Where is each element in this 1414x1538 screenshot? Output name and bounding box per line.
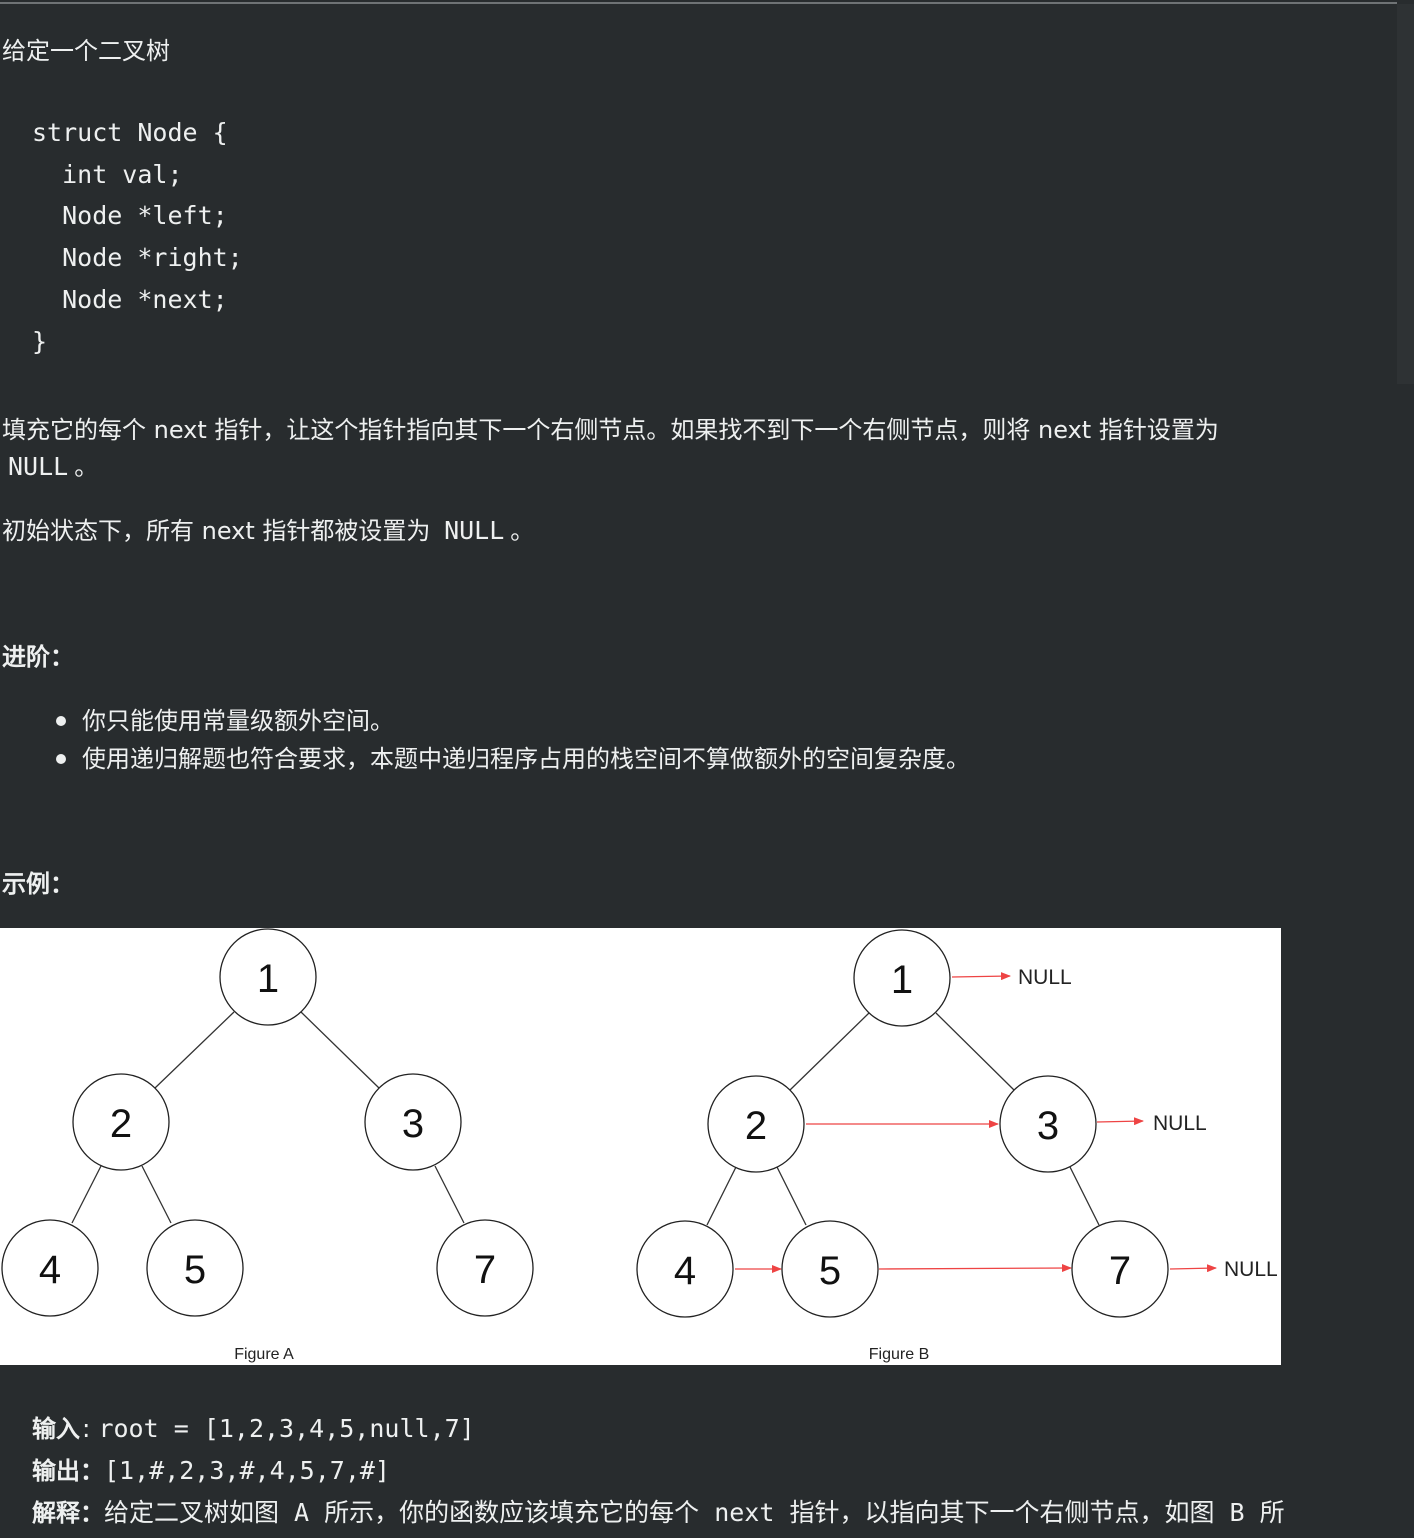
node-label: 4 [39, 1248, 61, 1292]
bullet-icon [56, 716, 66, 726]
null-labels: NULL NULL NULL [1018, 966, 1278, 1281]
tree-diagram: 1 2 3 4 5 7 1 2 3 4 5 7 NULL NULL NULL [1, 928, 1278, 1363]
list-item-text: 你只能使用常量级额外空间。 [82, 707, 394, 735]
example-block: 输入:root = [1,2,3,4,5,null,7] 输出：[1,#,2,3… [32, 1408, 1285, 1534]
figure-a-nodes: 1 2 3 4 5 7 [1, 928, 534, 1317]
tree-edge [789, 1012, 870, 1091]
tree-node [1, 1219, 99, 1317]
list-item-text: 使用递归解题也符合要求，本题中递归程序占用的栈空间不算做额外的空间复杂度。 [82, 745, 970, 773]
figure-b-edges [706, 1012, 1100, 1226]
tree-edge [434, 1165, 465, 1224]
code-line: Node *next; [32, 284, 228, 314]
code-line: int val; [32, 159, 183, 189]
list-item: 使用递归解题也符合要求，本题中递归程序占用的栈空间不算做额外的空间复杂度。 [0, 740, 970, 778]
example-figure: 1 2 3 4 5 7 1 2 3 4 5 7 NULL NULL NULL [0, 928, 1281, 1365]
tree-edge [1069, 1166, 1100, 1226]
example-explain-line: 解释：给定二叉树如图 A 所示，你的函数应该填充它的每个 next 指针，以指向… [32, 1492, 1285, 1534]
tree-node [146, 1219, 244, 1317]
tree-node [781, 1220, 879, 1318]
description-period: 。 [74, 453, 99, 481]
node-label: 7 [474, 1248, 496, 1292]
node-label: 7 [1109, 1249, 1131, 1293]
tree-edge [935, 1012, 1015, 1091]
node-label: 1 [891, 958, 913, 1002]
example-input-line: 输入:root = [1,2,3,4,5,null,7] [32, 1408, 1285, 1450]
code-line: Node *left; [32, 201, 228, 231]
advanced-heading: 进阶： [2, 643, 74, 671]
inline-code-null: NULL [444, 516, 505, 545]
figure-a-edges [71, 1011, 465, 1224]
node-label: 5 [184, 1248, 206, 1292]
description-line-2: NULL。 [2, 450, 98, 484]
output-value: [1,#,2,3,#,4,5,7,#] [104, 1456, 390, 1485]
tree-edge [154, 1011, 235, 1089]
tree-edge [706, 1166, 737, 1226]
figure-b-caption: Figure B [869, 1346, 929, 1363]
figure-captions: Figure A Figure B [234, 1346, 929, 1363]
tree-node [853, 929, 951, 1027]
node-label: 5 [819, 1249, 841, 1293]
tree-node [436, 1219, 534, 1317]
intro-text: 给定一个二叉树 [2, 37, 170, 65]
tree-node [999, 1075, 1097, 1173]
bullet-icon [56, 754, 66, 764]
tree-node [707, 1075, 805, 1173]
example-output-line: 输出：[1,#,2,3,#,4,5,7,#] [32, 1450, 1285, 1492]
node-label: 3 [402, 1102, 424, 1146]
null-label: NULL [1018, 966, 1072, 989]
tree-edge [71, 1165, 102, 1224]
next-arrow [951, 972, 1011, 981]
initial-state-period: 。 [510, 517, 535, 545]
tree-edge [300, 1011, 380, 1089]
node-label: 4 [674, 1249, 696, 1293]
code-block-scroll-edge [1397, 4, 1414, 384]
tree-node [1071, 1220, 1169, 1318]
top-divider [0, 2, 1397, 4]
struct-code-block: struct Node { int val; Node *left; Node … [32, 112, 243, 362]
example-heading: 示例： [2, 870, 74, 898]
code-line: } [32, 326, 48, 356]
tree-node [72, 1073, 170, 1171]
node-label: 1 [257, 957, 279, 1001]
input-value: root = [1,2,3,4,5,null,7] [98, 1414, 475, 1443]
node-label: 2 [745, 1104, 767, 1148]
figure-b-nodes: 1 2 3 4 5 7 [636, 929, 1169, 1318]
explain-text: 给定二叉树如图 A 所示，你的函数应该填充它的每个 next 指针，以指向其下一… [104, 1498, 1285, 1527]
node-label: 3 [1037, 1104, 1059, 1148]
tree-edge [141, 1165, 172, 1224]
initial-state-text: 初始状态下，所有 next 指针都被设置为 NULL。 [2, 514, 534, 548]
code-line: Node *right; [32, 243, 243, 273]
description-line-1: 填充它的每个 next 指针，让这个指针指向其下一个右侧节点。如果找不到下一个右… [2, 416, 1219, 444]
figure-b-next-arrows [735, 972, 1217, 1273]
node-label: 2 [110, 1102, 132, 1146]
output-label: 输出： [32, 1457, 104, 1485]
advanced-list: 你只能使用常量级额外空间。 使用递归解题也符合要求，本题中递归程序占用的栈空间不… [0, 702, 970, 778]
tree-node [219, 928, 317, 1026]
figure-a-caption: Figure A [234, 1346, 294, 1363]
input-separator: : [82, 1414, 91, 1443]
list-item: 你只能使用常量级额外空间。 [0, 702, 970, 740]
tree-edge [776, 1166, 807, 1226]
input-label: 输入 [32, 1415, 80, 1443]
initial-state-sentence: 初始状态下，所有 next 指针都被设置为 [2, 517, 431, 545]
explain-label: 解释： [32, 1499, 104, 1527]
next-arrow [1169, 1264, 1217, 1273]
tree-node [636, 1220, 734, 1318]
null-label: NULL [1224, 1258, 1278, 1281]
inline-code-null: NULL [8, 452, 69, 481]
code-line: struct Node { [32, 118, 228, 147]
next-arrow [1096, 1117, 1144, 1126]
null-label: NULL [1153, 1112, 1207, 1135]
tree-node [364, 1073, 462, 1171]
next-arrow [878, 1264, 1072, 1273]
